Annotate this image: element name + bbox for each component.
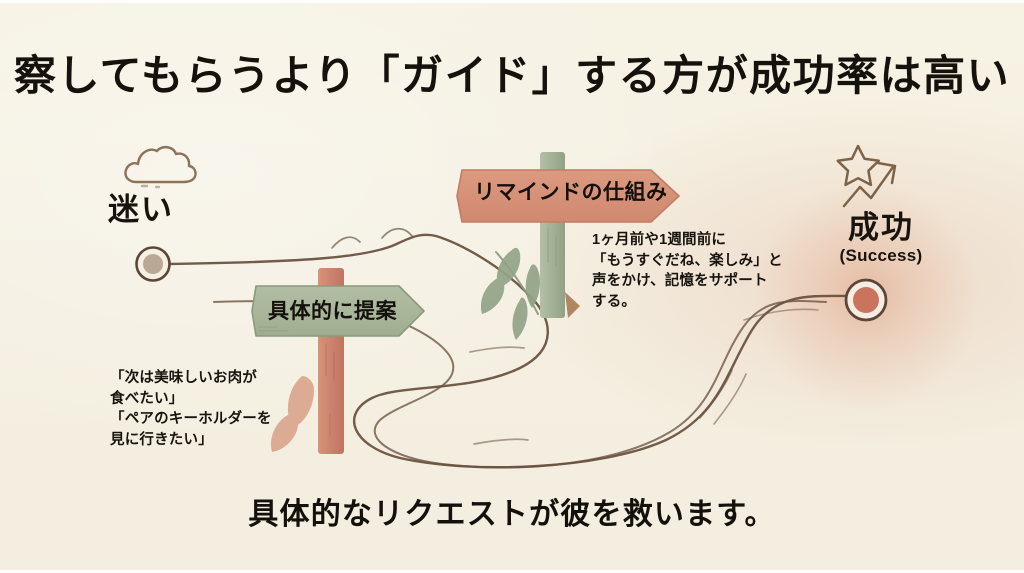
end-label: 成功 [848,210,914,245]
start-node [135,246,171,282]
bottom-caption: 具体的なリクエストが彼を救います。 [248,498,776,531]
start-label: 迷い [108,192,174,227]
page-title: 察してもらうより「ガイド」する方が成功率は高い [13,54,1011,100]
letterbox-bar-bottom [0,570,1024,573]
annotation-left-text: 「次は美味しいお肉が 食べたい」 「ペアのキーホルダーを 見に行きたい」 [110,370,272,449]
star-growth-arrow-icon [836,144,897,208]
signpost-green-board[interactable] [251,285,425,337]
leaf-decoration-sage-post [480,247,540,340]
signpost-salmon-board[interactable] [456,169,680,223]
winding-path [166,227,852,469]
annotation-right-text: 1ヶ月前や1週間前に 「もうすぐだね、楽しみ」と 声をかけ、記憶をサポート する… [592,232,783,311]
letterbox-bar-top [0,0,1024,3]
cloud-icon [124,146,197,189]
end-sublabel: (Success) [839,245,923,265]
end-node [844,278,888,322]
signpost-green[interactable] [251,268,425,454]
signpost-salmon[interactable] [456,152,680,340]
end-label-group: 成功 (Success) [806,210,956,266]
